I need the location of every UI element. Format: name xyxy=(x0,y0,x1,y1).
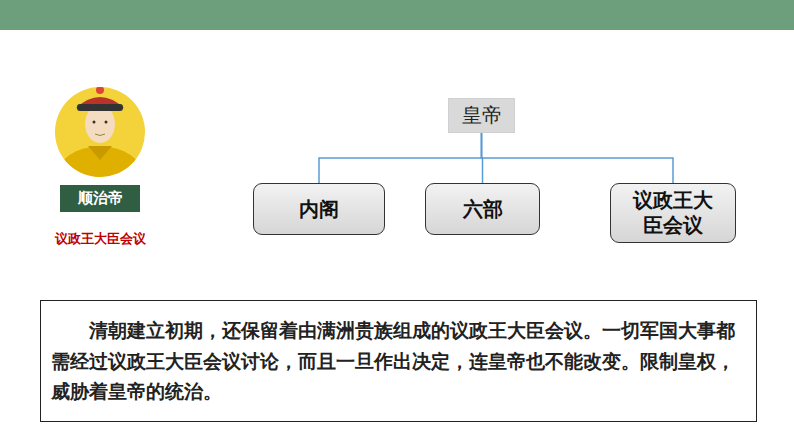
box-label: 议政王大臣会议 xyxy=(631,188,715,238)
name-tag: 顺治帝 xyxy=(60,185,140,212)
process-box: 议政王大臣会议 xyxy=(610,183,736,243)
box-label: 皇帝 xyxy=(462,103,502,128)
tree-connector xyxy=(319,133,482,183)
emperor-portrait xyxy=(55,86,145,180)
root-box: 皇帝 xyxy=(448,98,515,133)
process-box: 内阁 xyxy=(253,183,385,235)
process-box: 六部 xyxy=(425,183,540,235)
box-label: 顺治帝 xyxy=(78,189,123,208)
top-bar xyxy=(0,0,794,30)
caption-label: 议政王大臣会议 xyxy=(55,230,146,248)
tree-connector xyxy=(482,133,674,183)
paragraph: 清朝建立初期，还保留着由满洲贵族组成的议政王大臣会议。一切军国大事都需经过议政王… xyxy=(51,315,746,406)
box-label: 六部 xyxy=(463,197,503,222)
text-panel: 清朝建立初期，还保留着由满洲贵族组成的议政王大臣会议。一切军国大事都需经过议政王… xyxy=(40,300,757,422)
box-label: 内阁 xyxy=(299,197,339,222)
